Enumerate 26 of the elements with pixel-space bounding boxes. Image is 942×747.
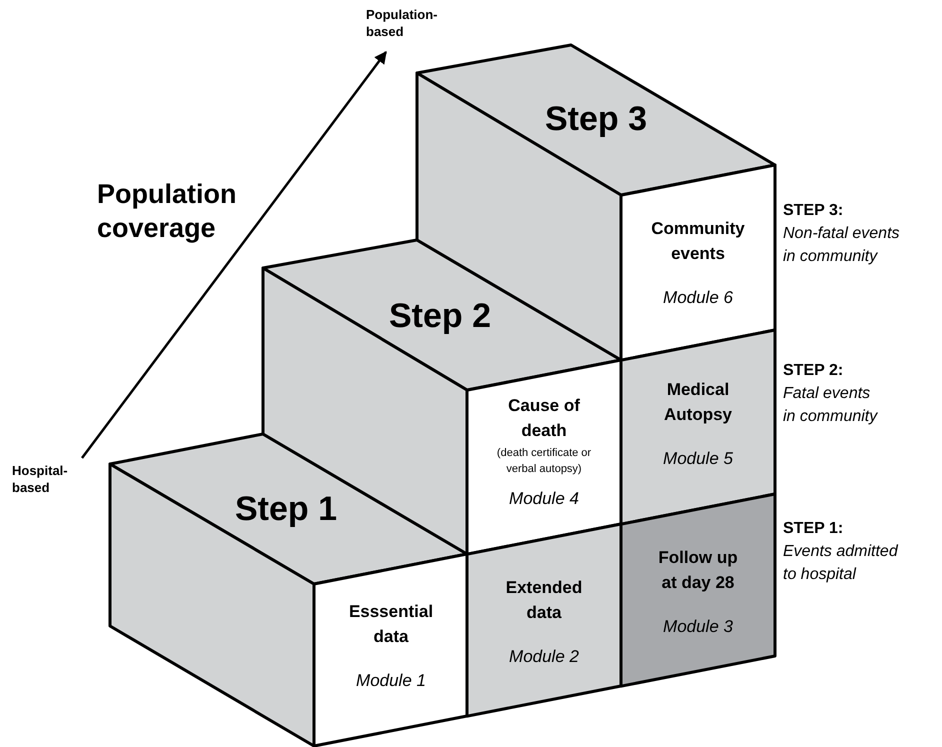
step-label: Step 3: [544, 100, 648, 139]
module-number: Module 4: [508, 488, 580, 509]
arrow: [81, 51, 387, 459]
step-description: Events admitted to hospital: [783, 542, 900, 585]
step-heading: STEP 3:: [783, 201, 844, 221]
step-description: Non-fatal events in community: [783, 224, 901, 267]
axis-end-label: Population-based: [366, 6, 458, 40]
module-title: Cause of death: [507, 394, 581, 442]
step-label: Step 1: [234, 490, 338, 529]
module-number: Module 2: [508, 646, 580, 667]
module-number: Module 5: [662, 448, 734, 469]
step-heading: STEP 1:: [783, 519, 844, 539]
module-title: Extended data: [504, 576, 584, 624]
module-title: Community events: [650, 218, 746, 265]
module-title: Follow up at day 28: [657, 546, 739, 594]
module-title: Medical Autopsy: [663, 378, 733, 426]
step-description: Fatal events in community: [783, 384, 879, 427]
module-title: Esssential data: [348, 600, 434, 648]
module-number: Module 3: [662, 616, 734, 637]
axis-title: Population coverage: [97, 178, 238, 245]
axis-start-label: Hospital-based: [12, 462, 88, 496]
module-note: (death certificate or verbal autopsy): [496, 446, 592, 477]
module-number: Module 1: [355, 670, 427, 691]
step-heading: STEP 2:: [783, 361, 844, 381]
step-label: Step 2: [388, 297, 492, 336]
module-number: Module 6: [662, 288, 734, 308]
